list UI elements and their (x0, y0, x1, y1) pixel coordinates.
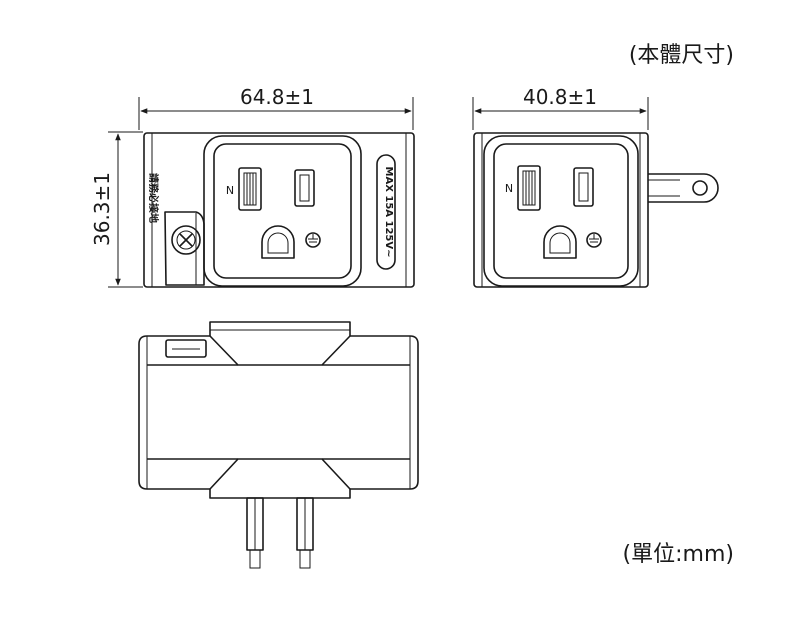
side-ground-hole (543, 225, 577, 259)
rating-label: MAX 15A 125V~ (383, 166, 394, 257)
front-width-value: 64.8±1 (240, 85, 314, 109)
front-socket-face-outer (203, 135, 362, 287)
ground-warning-label: 請務必接地 (147, 173, 160, 223)
height-value: 36.3±1 (90, 172, 114, 246)
unit-label: (單位:mm) (623, 542, 734, 567)
side-neutral-mark: N (505, 182, 513, 195)
side-ground-symbol-icon (586, 232, 602, 248)
top-plug-prong-left (246, 497, 264, 569)
side-socket-face-outer (483, 135, 639, 287)
height-dimension: 36.3±1 (90, 131, 143, 288)
front-body-outline (143, 132, 415, 288)
top-view (138, 321, 419, 569)
neutral-slot (238, 167, 262, 211)
body-size-label: (本體尺寸) (629, 43, 734, 68)
side-view: 40.8±1 N (472, 85, 719, 288)
top-body-outline (138, 321, 419, 499)
side-socket-face-inner (493, 143, 629, 279)
ground-screw-icon (171, 225, 201, 255)
side-body-outline (473, 132, 649, 288)
hot-slot (294, 169, 315, 207)
side-plug-blade (648, 173, 719, 203)
top-screw-tab (165, 339, 207, 358)
side-neutral-slot (517, 165, 541, 211)
front-socket-face-inner (213, 143, 352, 279)
front-width-dimension: 64.8±1 (138, 85, 414, 130)
ground-symbol-icon (305, 232, 321, 248)
front-view: 64.8±1 36.3±1 請務必接地 (90, 85, 415, 288)
top-plug-prong-right (296, 497, 314, 569)
side-width-dimension: 40.8±1 (472, 85, 649, 130)
side-hot-slot (573, 167, 594, 207)
side-width-value: 40.8±1 (523, 85, 597, 109)
neutral-mark: N (226, 184, 234, 197)
ground-hole (261, 225, 295, 259)
rating-panel (376, 154, 396, 270)
